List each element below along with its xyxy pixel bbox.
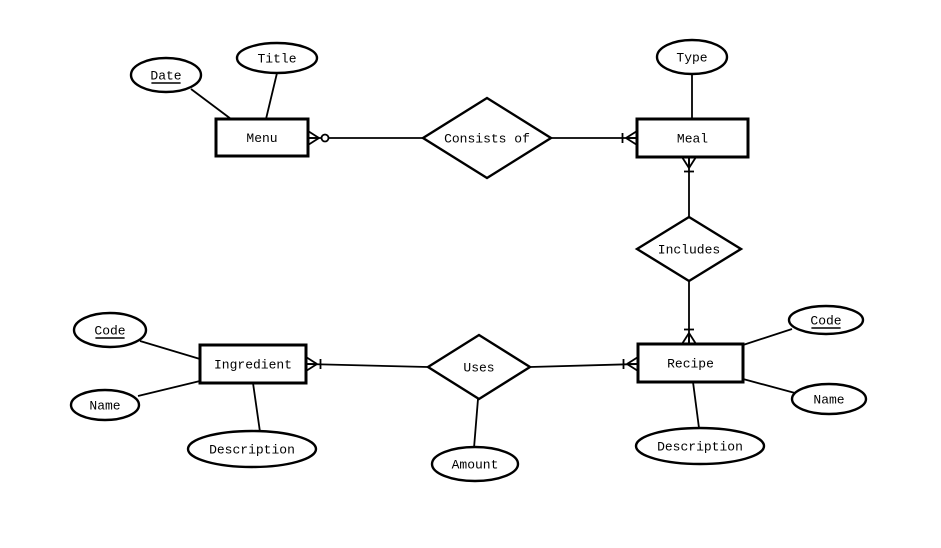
attribute-uses-amount: Amount — [430, 445, 520, 483]
connector-recipe-to-description — [692, 381, 700, 429]
relationship-diamond — [634, 215, 744, 283]
attribute-recipe-name: Name — [790, 382, 868, 416]
connector-code-to-ingredient — [139, 340, 201, 360]
entity-menu: Menu — [214, 117, 310, 158]
attribute-meal-type: Type — [655, 38, 729, 76]
attribute-ellipse — [129, 56, 203, 94]
attribute-ingredient-description: Description — [186, 429, 318, 469]
entity-meal: Meal — [635, 117, 750, 159]
attribute-ingredient-name: Name — [69, 388, 141, 422]
cardinality-one-or-many-icon-recipe-side-uses — [622, 356, 639, 372]
relationship-uses: Uses — [425, 333, 533, 401]
connector-ingredient-to-description — [252, 382, 261, 433]
entity-ingredient: Ingredient — [198, 343, 308, 385]
attribute-recipe-description: Description — [634, 426, 766, 466]
attribute-label: Amount — [452, 458, 499, 473]
entity-box — [635, 117, 750, 159]
attribute-ellipse — [634, 426, 766, 466]
attribute-label: Code — [810, 314, 841, 329]
entity-recipe: Recipe — [636, 342, 745, 384]
connector-name-to-ingredient — [137, 380, 201, 397]
cardinality-one-or-many-icon-meal-side-consists-of — [621, 130, 638, 146]
entity-label: Recipe — [667, 357, 714, 372]
entity-box — [636, 342, 745, 384]
attribute-label: Name — [813, 393, 844, 408]
attribute-recipe-code: Code — [787, 304, 865, 336]
connector-ingredient-to-uses — [305, 363, 429, 368]
connector-recipe-to-name — [742, 378, 796, 394]
attribute-ellipse — [235, 41, 319, 75]
relationship-label: Includes — [658, 243, 720, 258]
entity-box — [198, 343, 308, 385]
cardinality-one-or-many-icon-ingredient-side-uses — [305, 356, 322, 372]
cardinality-zero-or-many-icon-menu-side-consists-of — [307, 130, 330, 146]
entity-label: Ingredient — [214, 358, 292, 373]
entity-box — [214, 117, 310, 158]
attribute-ellipse — [186, 429, 318, 469]
attribute-ellipse — [69, 388, 141, 422]
connector-uses-to-recipe — [529, 363, 639, 368]
attribute-label: Title — [257, 52, 296, 67]
relationship-label: Uses — [463, 361, 494, 376]
attribute-ellipse — [790, 382, 868, 416]
attribute-label: Type — [676, 51, 707, 66]
relationship-label: Consists of — [444, 132, 530, 147]
relationship-diamond — [425, 333, 533, 401]
attribute-ellipse — [655, 38, 729, 76]
attribute-ellipse — [72, 311, 148, 349]
attribute-label: Description — [657, 440, 743, 455]
attribute-label: Date — [150, 69, 181, 84]
connector-uses-to-amount — [473, 398, 479, 449]
cardinality-one-or-many-icon-recipe-side-includes — [681, 328, 697, 345]
entity-label: Menu — [246, 131, 277, 146]
attribute-label: Code — [94, 324, 125, 339]
attribute-menu-date: Date — [129, 56, 203, 94]
attribute-label: Name — [89, 399, 120, 414]
relationship-consists-of: Consists of — [420, 96, 554, 180]
connector-date-to-menu — [190, 88, 232, 120]
connector-recipe-to-code — [742, 328, 793, 346]
cardinality-one-or-many-icon-meal-side-includes — [681, 156, 697, 173]
attribute-ingredient-code: Code — [72, 311, 148, 349]
attribute-menu-title: Title — [235, 41, 319, 75]
connector-title-to-menu — [265, 72, 278, 120]
attribute-ellipse — [430, 445, 520, 483]
relationship-includes: Includes — [634, 215, 744, 283]
relationship-diamond — [420, 96, 554, 180]
attribute-ellipse — [787, 304, 865, 336]
attribute-label: Description — [209, 443, 295, 458]
entity-label: Meal — [677, 132, 708, 147]
